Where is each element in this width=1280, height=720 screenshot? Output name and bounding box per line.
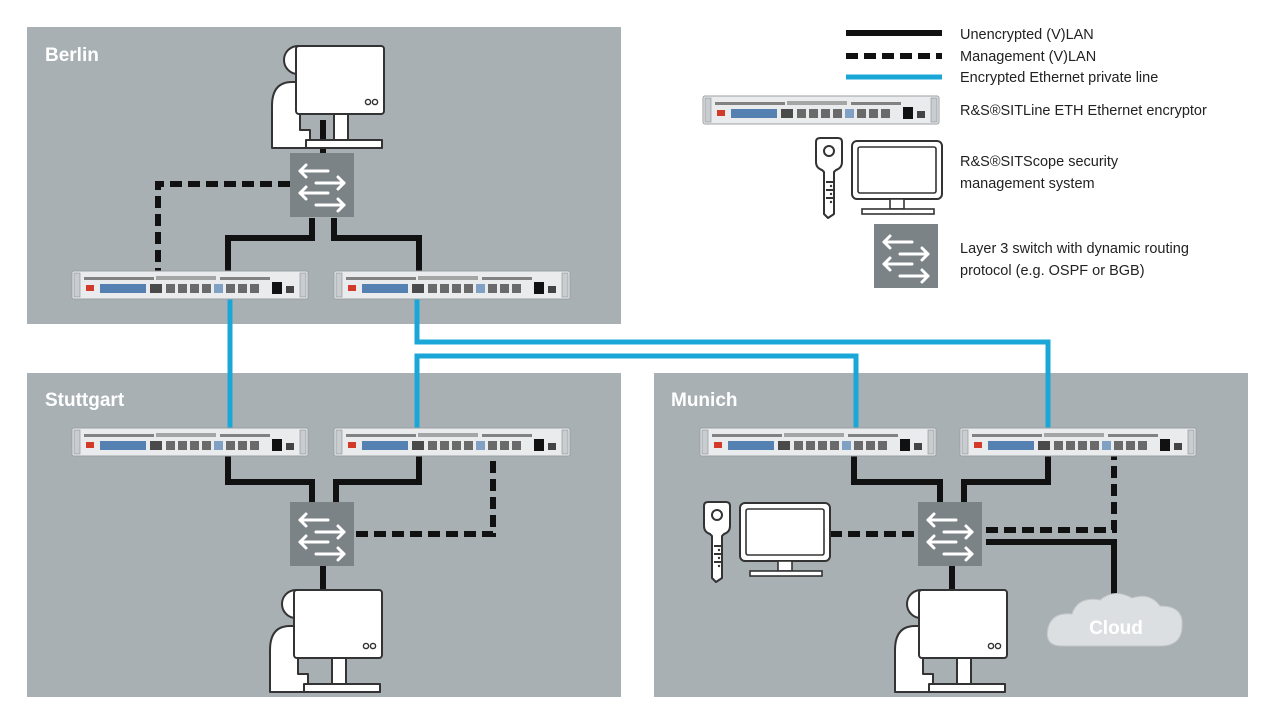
rack-encryptor-icon-berlin-1 [71,270,309,300]
encrypted-links [227,296,1051,430]
management-links [155,181,1117,537]
rack-encryptor-icon-berlin-2 [333,270,571,300]
legend-label-switch-line2: protocol (e.g. OSPF or BGB) [960,263,1145,279]
legend-key-icon [815,137,843,219]
site-label-stuttgart: Stuttgart [45,390,125,411]
layer3-switch-icon-berlin [288,151,356,219]
legend-label-scope-line2: management system [960,176,1095,192]
rack-encryptor-icon-munich-2 [959,427,1197,457]
layer3-switch-icon-munich [916,500,984,568]
encrypted-link-berlin-munich [414,296,1051,430]
legend-monitor-icon [851,140,943,215]
cloud-icon: Cloud [1046,593,1183,647]
legend-encryptor-icon [702,95,940,125]
encrypted-link-stuttgart-munich [414,353,859,430]
legend-label-unencrypted: Unencrypted (V)LAN [960,27,1094,43]
rack-encryptor-icon-stuttgart-2 [333,427,571,457]
rack-encryptor-icon-munich-1 [699,427,937,457]
layer3-switch-icon-stuttgart [288,500,356,568]
legend-label-switch-line1: Layer 3 switch with dynamic routing [960,241,1189,257]
legend-label-management: Management (V)LAN [960,49,1096,65]
cloud-label: Cloud [1089,618,1143,639]
legend-label-encryptor: R&S®SITLine ETH Ethernet encryptor [960,103,1207,119]
legend-switch-icon [872,222,940,290]
legend-label-encrypted: Encrypted Ethernet private line [960,70,1158,86]
site-label-berlin: Berlin [45,45,99,66]
rack-encryptor-icon-stuttgart-1 [71,427,309,457]
legend: Unencrypted (V)LAN Management (V)LAN Enc… [702,27,1207,290]
legend-label-scope-line1: R&S®SITScope security [960,154,1119,170]
unencrypted-links [225,120,1117,606]
site-label-munich: Munich [671,390,738,411]
